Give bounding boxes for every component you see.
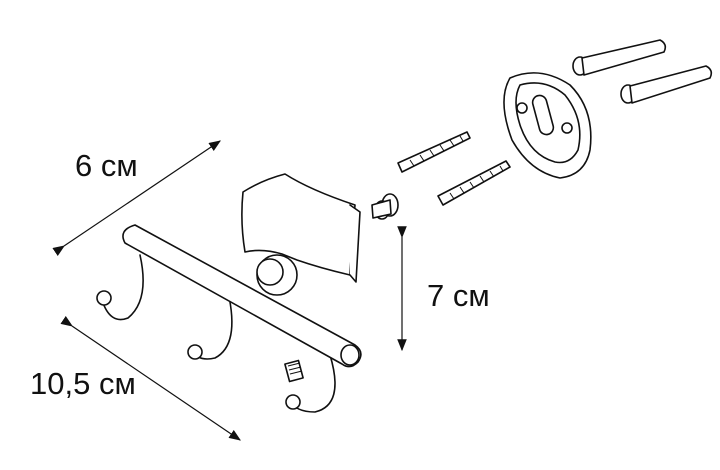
mounting-bracket: [503, 72, 592, 179]
wall-anchor-1: [572, 39, 667, 76]
set-screw: [284, 359, 304, 383]
hook-rail: [96, 224, 362, 413]
height-label: 7 см: [427, 278, 490, 313]
wall-plate: [241, 173, 361, 296]
wall-anchor-2: [620, 65, 713, 104]
depth-label: 6 см: [75, 148, 138, 183]
short-screw: [371, 193, 399, 220]
depth-arrow: [52, 140, 221, 257]
long-screw-1: [397, 131, 471, 173]
long-screw-2: [437, 160, 511, 206]
width-label: 10,5 см: [30, 366, 136, 401]
width-arrow: [60, 315, 241, 441]
